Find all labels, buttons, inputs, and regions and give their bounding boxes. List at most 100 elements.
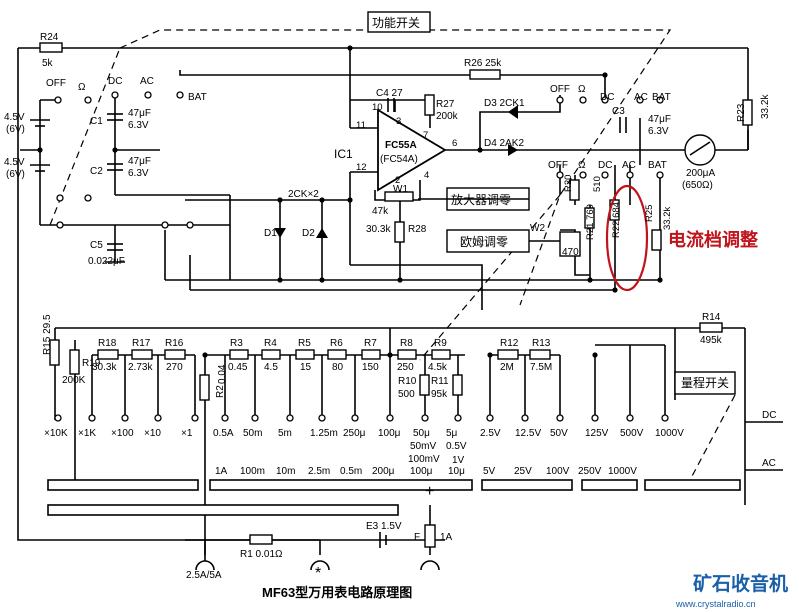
junction-node — [487, 352, 493, 358]
junction-node — [319, 277, 325, 283]
range-contact — [521, 414, 529, 422]
r16-value: 270 — [166, 362, 183, 373]
switch-contact — [556, 171, 564, 179]
potentiometer-w2 — [559, 231, 581, 257]
ohm-range-label: ×10 — [144, 428, 161, 439]
potentiometer-w1 — [384, 191, 414, 202]
capacitor-c4 — [387, 98, 395, 112]
r28-value: 30.3k — [366, 224, 391, 235]
junction-node — [202, 352, 208, 358]
switch-contact — [84, 96, 92, 104]
diagram-title: MF63型万用表电路原理图 — [262, 585, 412, 600]
r5-ref: R5 — [298, 338, 311, 349]
switch-contact — [579, 96, 587, 104]
r23-ref: R23 — [736, 103, 747, 122]
ic-pin-6: 6 — [452, 138, 457, 149]
r24-ref: R24 — [40, 32, 59, 43]
r22-label: R22 684 — [611, 202, 622, 238]
battery-lower-value: 4.5V — [4, 157, 25, 168]
range-ac-input-label: AC — [762, 458, 776, 469]
resistor-r19 — [69, 349, 80, 375]
ohm-range-label: ×100 — [111, 428, 134, 439]
junction-node — [612, 287, 618, 293]
r4-value: 4.5 — [264, 362, 278, 373]
range-contact — [486, 414, 494, 422]
current-range-label: 100μ — [378, 428, 401, 439]
bar-current-label: 10μ — [448, 466, 465, 477]
battery-lower-alt: (6V) — [6, 169, 25, 180]
junction-node — [319, 197, 325, 203]
switch-contact — [656, 96, 664, 104]
range-contact — [286, 414, 294, 422]
resistor-r3 — [229, 349, 249, 360]
junction-node — [602, 72, 608, 78]
ohm-range-label: ×10K — [44, 428, 68, 439]
d3-label: D3 2CK1 — [484, 98, 525, 109]
bar-volt-label: 25V — [514, 466, 532, 477]
r9-value: 4.5k — [428, 362, 448, 373]
range-switch-label: 量程开关 — [681, 375, 729, 390]
switch-contact — [579, 171, 587, 179]
resistor-r28 — [394, 221, 405, 243]
bar-current-label: 1A — [215, 466, 228, 477]
sw2-ac-label: AC — [634, 92, 648, 103]
r6-ref: R6 — [330, 338, 343, 349]
range-contact — [121, 414, 129, 422]
diode-d2 — [316, 228, 328, 238]
w1-value: 47k — [372, 206, 389, 217]
ic-pin-3: 3 — [396, 116, 401, 127]
range-contact — [421, 414, 429, 422]
sw2-dc-label: DC — [600, 92, 614, 103]
r23-value: 33.2k — [760, 94, 771, 119]
terminal-common-jack — [310, 560, 330, 571]
resistor-r5 — [295, 349, 315, 360]
range-switch-box — [674, 371, 736, 395]
r25-value: 33.2k — [662, 207, 673, 230]
resistor-r13 — [529, 349, 551, 360]
switch-contact — [626, 171, 634, 179]
range-contact — [351, 414, 359, 422]
range-contact — [221, 414, 229, 422]
current-range-label: 1.25m — [310, 428, 338, 439]
ic-pin-7: 7 — [423, 130, 428, 141]
switch-contacts — [37, 45, 664, 358]
volt-range-label: 12.5V — [515, 428, 541, 439]
c2-voltage: 6.3V — [128, 168, 149, 179]
r2-ref: R2 — [215, 385, 226, 398]
r20-ref: R20 — [563, 175, 574, 192]
resistor-r9 — [431, 349, 451, 360]
switch-contact — [56, 221, 64, 229]
bar-current-label: 200μ — [372, 466, 395, 477]
range-contact — [54, 414, 62, 422]
c2-ref: C2 — [90, 166, 103, 177]
sw2-bat-label: BAT — [652, 92, 671, 103]
sw2-off-label: OFF — [550, 84, 570, 95]
current-extra-label: 0.5V — [446, 441, 467, 452]
r14-value: 495k — [700, 335, 723, 346]
r18-ref: R18 — [98, 338, 117, 349]
bar-volt-label: 1000V — [608, 466, 637, 477]
junction-node — [587, 277, 593, 283]
bar-volt-label: 100V — [546, 466, 570, 477]
bar-current-label: 0.5m — [340, 466, 362, 477]
capacitor-c3 — [619, 117, 627, 133]
bar-volt-label: 250V — [578, 466, 602, 477]
r6-value: 80 — [332, 362, 344, 373]
r2-value: 0.04 — [217, 364, 228, 384]
r11-value: 95k — [431, 389, 448, 400]
battery-upper-value: 4.5V — [4, 112, 25, 123]
resistor-r16 — [164, 349, 186, 360]
terminal-common-label: * — [315, 565, 321, 582]
current-range-label: 250μ — [343, 428, 366, 439]
resistor-r4 — [261, 349, 281, 360]
ohm-adjust-label: 欧姆调零 — [460, 235, 508, 249]
r25-ref: R25 — [644, 205, 655, 222]
d1-ref: D1 — [264, 228, 277, 239]
resistor-r21 — [584, 207, 595, 229]
switch-contact — [636, 96, 644, 104]
sw3-ohm-label: Ω — [578, 160, 586, 171]
bar-volt-label: 5V — [483, 466, 496, 477]
bar-current-label: 100m — [240, 466, 265, 477]
annotation-current-adjust: 电流档调整 — [668, 229, 758, 250]
c4-label: C4 27 — [376, 88, 403, 99]
